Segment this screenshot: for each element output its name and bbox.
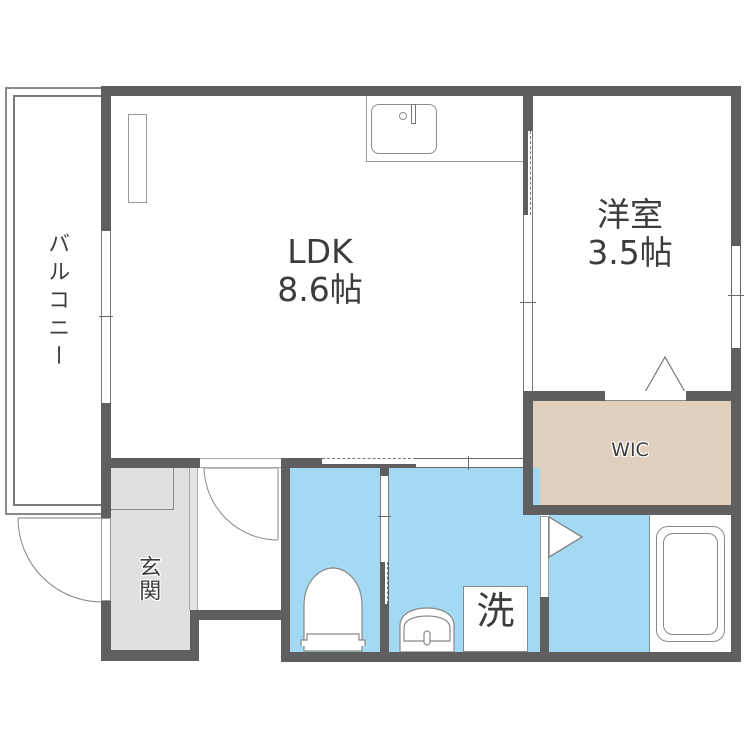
balcony-inner-line bbox=[13, 95, 102, 506]
wall-wic-top-right bbox=[686, 391, 741, 401]
ldk-name: LDK bbox=[287, 232, 353, 271]
western-room-window[interactable] bbox=[731, 246, 741, 350]
toilet-door-dashed bbox=[385, 562, 388, 604]
hallway-door-frame bbox=[200, 458, 281, 468]
wall-wic-left bbox=[523, 391, 533, 515]
washroom-sliding-door[interactable] bbox=[416, 458, 524, 468]
ldk-sliding-door-dashed[interactable] bbox=[322, 458, 416, 464]
wall-ldk-bottom-mid bbox=[322, 464, 416, 468]
toilet-door-divider bbox=[378, 516, 391, 517]
wall-wic-bottom bbox=[523, 505, 741, 515]
wall-ldk-entrance bbox=[101, 458, 200, 468]
wall-entrance-left bbox=[101, 601, 111, 661]
wall-right-upper bbox=[731, 86, 741, 248]
western-room-label: 洋室 3.5帖 bbox=[560, 196, 700, 272]
bath-fixture-divider bbox=[649, 514, 650, 652]
wall-bottom bbox=[281, 652, 741, 662]
sliding-door-joint bbox=[520, 302, 536, 303]
entrance bbox=[111, 468, 190, 650]
shoe-cabinet bbox=[111, 468, 174, 510]
balcony-label: バルコニー bbox=[44, 232, 70, 372]
sink-faucet-icon bbox=[411, 104, 416, 124]
wall-entrance-bottom bbox=[101, 650, 199, 661]
wall-ldk-western-stub bbox=[523, 131, 528, 215]
hallway-door-swing-icon bbox=[203, 459, 279, 541]
wall-toilet-right-top bbox=[380, 466, 389, 476]
wall-hallway-bottom bbox=[199, 610, 281, 620]
ldk-label: LDK 8.6帖 bbox=[250, 233, 390, 309]
western-room-name: 洋室 bbox=[597, 195, 663, 234]
wall-wic-top-left bbox=[523, 391, 606, 401]
wic-label: WIC bbox=[611, 439, 649, 461]
sink-drain-icon bbox=[399, 112, 407, 120]
washing-machine-label: 洗 bbox=[476, 589, 515, 633]
toilet-icon bbox=[300, 567, 366, 652]
entrance-door[interactable] bbox=[101, 518, 111, 601]
sliding-door-dashed-line bbox=[529, 131, 531, 215]
wash-basin-icon bbox=[399, 607, 455, 652]
entrance-door-swing-icon bbox=[17, 517, 103, 603]
wall-ldk-western-upper bbox=[523, 86, 533, 133]
entrance-step-line bbox=[189, 468, 198, 610]
western-room-size: 3.5帖 bbox=[587, 232, 673, 272]
window-divider bbox=[99, 316, 113, 317]
bathtub-inner bbox=[663, 533, 718, 635]
balcony bbox=[5, 87, 102, 515]
cabinet-fixture bbox=[128, 114, 147, 203]
bath-door-indicator-icon bbox=[548, 515, 584, 559]
wic-room bbox=[533, 401, 731, 505]
western-room-sliding-door[interactable] bbox=[523, 131, 533, 391]
wic-door[interactable] bbox=[605, 391, 686, 401]
wall-toilet-left bbox=[281, 458, 290, 661]
ldk-balcony-window[interactable] bbox=[101, 231, 111, 404]
wall-entrance-right bbox=[190, 610, 199, 660]
wall-washroom-bath bbox=[540, 597, 549, 657]
wall-top bbox=[101, 86, 741, 96]
sliding-door-divider bbox=[468, 456, 469, 470]
washing-machine-space bbox=[463, 586, 528, 652]
ldk-size: 8.6帖 bbox=[277, 269, 363, 309]
wall-toilet-right-bottom bbox=[380, 562, 389, 652]
western-room bbox=[533, 96, 731, 391]
wall-ldk-bottom-left bbox=[281, 458, 322, 468]
toilet-door[interactable] bbox=[380, 476, 389, 604]
wall-ldk-left-upper bbox=[101, 86, 111, 231]
bathtub-outer bbox=[656, 526, 725, 642]
entrance-label: 玄関 bbox=[135, 555, 161, 603]
door-swing-indicator-icon bbox=[643, 355, 687, 393]
window-joint bbox=[728, 295, 744, 296]
